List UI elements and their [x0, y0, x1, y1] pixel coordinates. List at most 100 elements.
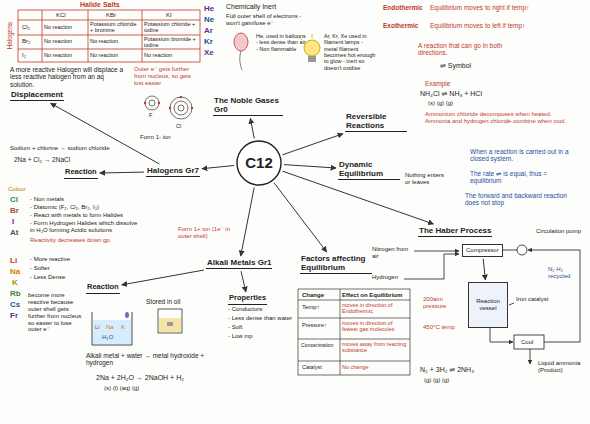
- label-text: Form 1+ ion (1e⁻ in outer shell): [178, 226, 234, 240]
- node-text: Reaction: [65, 168, 97, 177]
- label-text: Na: [10, 267, 26, 276]
- label-text: Nitrogen from air: [372, 246, 412, 260]
- label-text: Equilibrium moves to left if temp↑: [430, 22, 540, 29]
- label-text: No reaction: [44, 38, 86, 44]
- branch-heading: Alkali Metals Gr1: [206, 258, 272, 269]
- connector-arrow: [483, 259, 485, 280]
- label-text: Sodium + chlorine → sodium chloride: [10, 145, 115, 152]
- label-text: Endothermic: [383, 4, 428, 11]
- label-text: Liquid ammonia (Product): [538, 360, 584, 374]
- label-text: Full outer shell of electrons - won't ga…: [226, 13, 311, 27]
- label-text: KI: [166, 12, 196, 19]
- node-text: The Haber Process: [419, 226, 491, 235]
- label-text: 200atm pressure: [423, 296, 463, 310]
- connector-arrow: [202, 166, 234, 169]
- label-text: Cool: [521, 339, 543, 346]
- label-text: Alkali metal + water → metal hydroxide +…: [86, 352, 216, 367]
- label-text: 450°C temp: [423, 324, 463, 331]
- label-text: Halide Salts: [80, 1, 150, 9]
- label-text: N₂ + 3H₂ ⇌ 2NH₃: [420, 366, 510, 374]
- connector-arrow: [51, 103, 160, 164]
- label-text: No reaction: [144, 52, 198, 58]
- label-text: Nothing enters or leaves: [405, 172, 450, 186]
- label-text: - Soft: [228, 324, 298, 331]
- label-text: Chemically Inert: [226, 3, 306, 11]
- label-text: 2Na + Cl₂ → 2NaCl: [14, 156, 94, 163]
- label-text: Ne: [204, 15, 218, 24]
- node-text: Properties: [229, 294, 266, 303]
- label-text: Circulation pump: [536, 228, 584, 235]
- label-text: - Non metals: [30, 196, 140, 203]
- label-text: Temp↑: [302, 304, 338, 311]
- electron-shells: [145, 96, 192, 119]
- label-text: Cs: [10, 300, 26, 309]
- branch-heading: Reaction: [64, 168, 98, 179]
- label-text: Form 1- ion: [140, 134, 200, 141]
- label-text: Change: [302, 292, 338, 299]
- label-text: Br₂: [22, 38, 40, 45]
- label-text: Outer e⁻ gets further from nucleus, so g…: [134, 66, 200, 87]
- branch-heading: Factors affecting Equilibrium: [300, 254, 372, 274]
- branch-heading: The Noble Gases Gr0: [213, 96, 283, 116]
- halide-table-grid: [18, 10, 200, 62]
- label-text: K: [121, 324, 129, 331]
- label-text: Effect on Equilibrium: [342, 292, 408, 299]
- label-text: He, used in balloons - less dense than a…: [256, 33, 308, 52]
- label-text: Cl₂: [22, 24, 40, 31]
- label-text: - Diatomic (F₂, Cl₂, Br₂, I₂): [30, 204, 140, 211]
- label-text: Ar: [204, 26, 218, 35]
- label-text: Exothermic: [383, 22, 428, 29]
- label-text: Pressure↑: [302, 322, 338, 328]
- reaction-vessel: Reaction vessel: [468, 282, 508, 328]
- label-text: Cl: [176, 123, 190, 129]
- label-text: ⇌ Symbol: [440, 62, 500, 70]
- node-text: Reaction: [87, 283, 119, 292]
- branch-heading: Displacement: [10, 90, 64, 101]
- label-text: Halogens: [6, 12, 13, 60]
- label-text: Ar, Kr, Xe used in filament lamps - meta…: [324, 33, 376, 71]
- oil-jar: [158, 309, 182, 333]
- node-text: The Noble Gases Gr0: [214, 96, 282, 114]
- label-text: moves away from reacting substance: [342, 341, 408, 354]
- node-text: Dynamic Equilibrium: [339, 160, 399, 178]
- label-text: No change: [342, 364, 408, 370]
- label-text: - React with metals to form Halides: [30, 212, 140, 219]
- label-text: When a reaction is carried out in a clos…: [470, 148, 580, 163]
- label-text: Reactivity decreases down gp.: [30, 237, 140, 244]
- label-text: The rate ⇌ is equal, thus = equilibrium: [470, 170, 580, 185]
- label-text: moves in direction of fewest gas molecul…: [342, 320, 408, 333]
- haber-pipework: [404, 245, 580, 364]
- label-text: I₂: [22, 52, 40, 59]
- label-text: - Softer: [30, 265, 90, 272]
- label-text: K: [12, 278, 28, 287]
- label-text: Na: [106, 324, 118, 331]
- label-text: N₂ H₂ recycled: [548, 266, 576, 280]
- label-text: Equilibrium moves to right if temp↑: [430, 4, 540, 11]
- label-text: A reaction that can go in both direction…: [418, 42, 528, 57]
- label-text: KCl: [56, 12, 86, 19]
- connector-arrow: [241, 271, 246, 292]
- branch-heading: Dynamic Equilibrium: [338, 160, 400, 180]
- label-text: Br: [10, 206, 26, 215]
- connector-arrow: [100, 172, 144, 174]
- label-text: (s) (l) (aq) (g): [104, 385, 214, 392]
- label-text: Potassium chloride + iodine: [144, 21, 198, 34]
- label-text: Potassium chloride + bromine: [90, 21, 140, 34]
- label-text: NH₄Cl ⇌ NH₃ + HCl: [420, 90, 520, 98]
- beaker: [92, 312, 132, 345]
- label-text: - Less Dense: [30, 274, 90, 281]
- node-text: Reversible Reactions: [346, 112, 406, 130]
- connector-arrow: [122, 270, 204, 285]
- label-text: Hydrogen: [372, 274, 412, 281]
- label-text: - Low mp: [228, 333, 298, 340]
- label-text: Stored in oil: [146, 298, 201, 305]
- circle-shape: [237, 141, 281, 185]
- label-text: Concentration: [301, 343, 340, 349]
- branch-heading: The Haber Process: [418, 226, 492, 237]
- label-text: (g) (g) (g): [424, 377, 504, 384]
- connector-arrow: [241, 188, 255, 257]
- label-text: Rb: [10, 289, 26, 298]
- label-text: He: [204, 4, 218, 13]
- label-text: I: [12, 217, 28, 226]
- label-text: Catalyst: [302, 364, 338, 370]
